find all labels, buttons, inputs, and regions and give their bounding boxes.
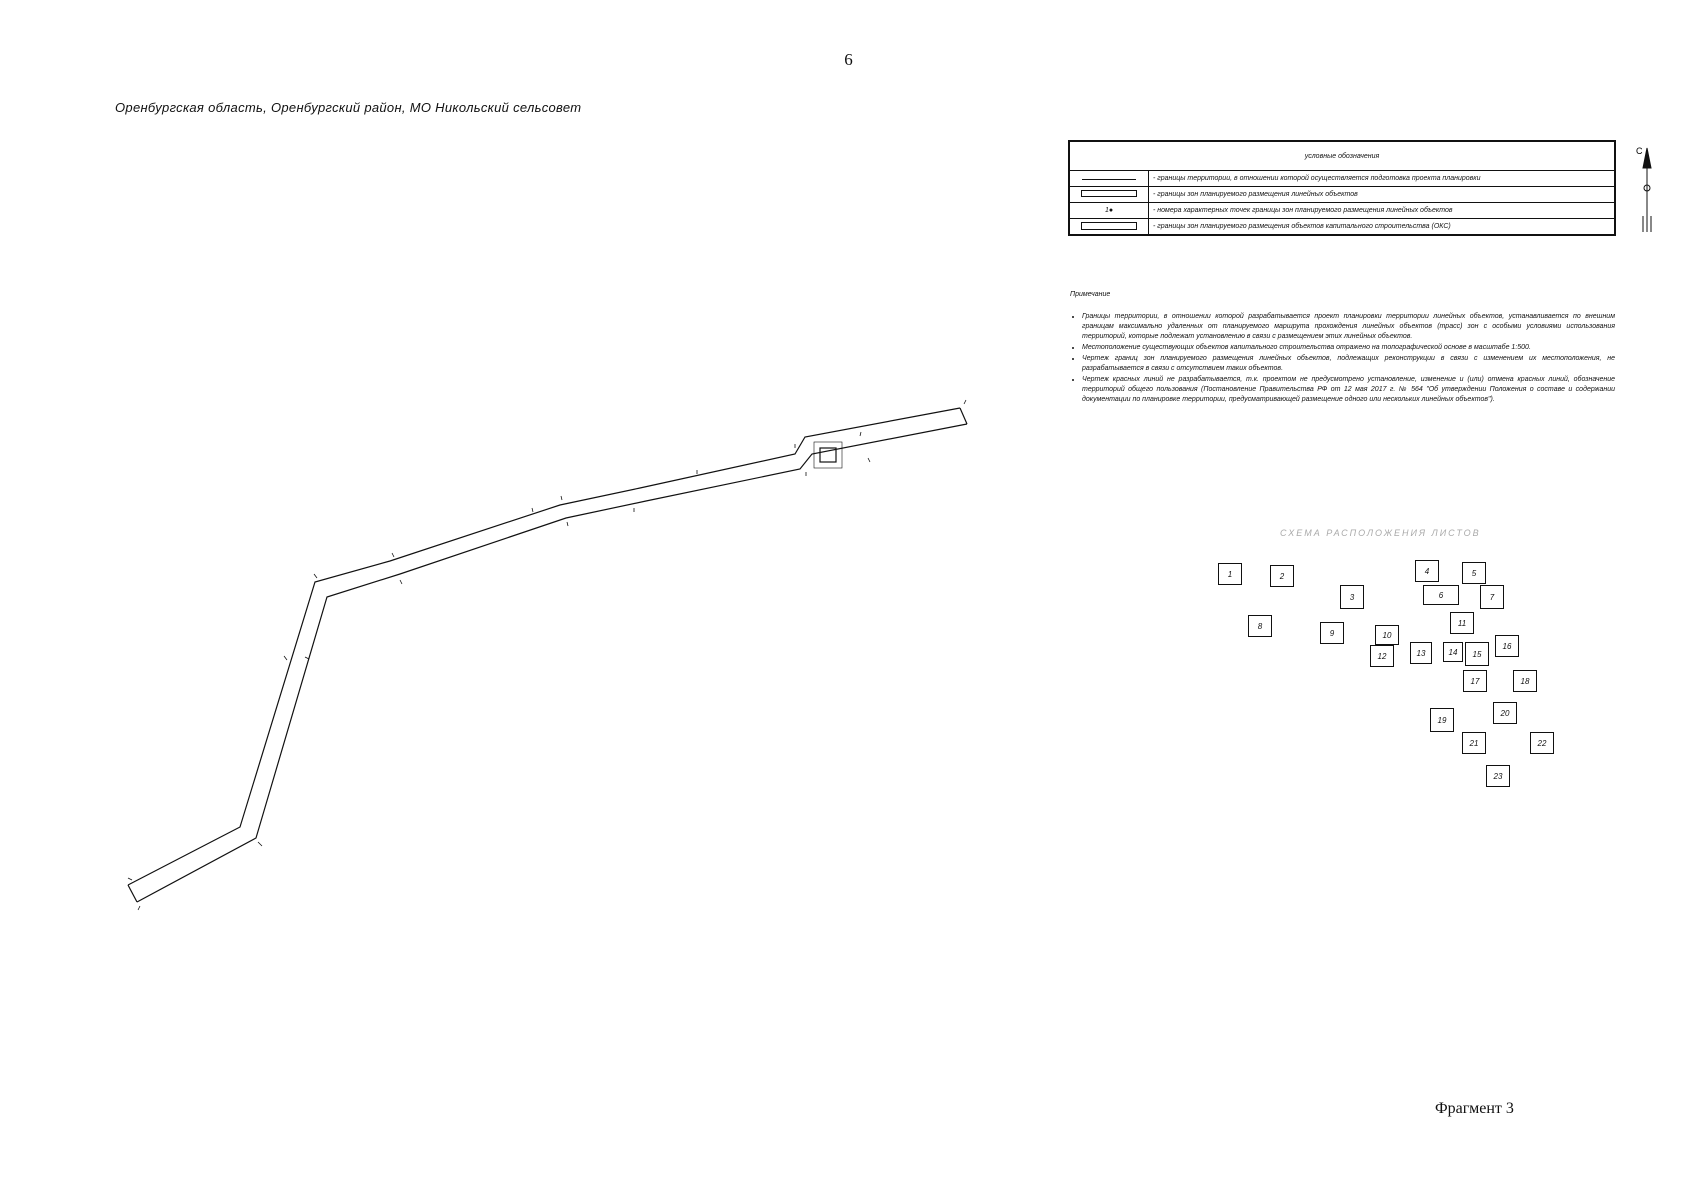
corridor-end-right	[959, 407, 968, 425]
fragment-label: Фрагмент 3	[1435, 1100, 1514, 1117]
sheet-14: 14	[1443, 642, 1463, 662]
note-item: Границы территории, в отношении которой …	[1082, 312, 1615, 342]
sheet-18: 18	[1513, 670, 1537, 692]
note-item: Местоположение существующих объектов кап…	[1082, 343, 1615, 353]
legend-row: - границы территории, в отношении которо…	[1068, 170, 1616, 187]
sheet-1: 1	[1218, 563, 1242, 585]
sheet-20: 20	[1493, 702, 1517, 724]
sheet-16: 16	[1495, 635, 1519, 657]
legend-text: - номера характерных точек границы зон п…	[1148, 202, 1616, 219]
legend-row: - границы зон планируемого размещения об…	[1068, 218, 1616, 236]
sheet-15: 15	[1465, 642, 1489, 666]
legend-text: - границы территории, в отношении которо…	[1148, 170, 1616, 187]
legend-row: - границы зон планируемого размещения ли…	[1068, 186, 1616, 203]
oks-structure	[819, 447, 837, 463]
note-item: Чертеж красных линий не разрабатывается,…	[1082, 375, 1615, 405]
sheet-11: 11	[1450, 612, 1474, 634]
legend-row: 1● - номера характерных точек границы зо…	[1068, 202, 1616, 219]
sheet-13: 13	[1410, 642, 1432, 664]
sheet-17: 17	[1463, 670, 1487, 692]
sheet-21: 21	[1462, 732, 1486, 754]
legend-text: - границы зон планируемого размещения об…	[1148, 218, 1616, 236]
characteristic-points	[127, 399, 967, 911]
oks-structure-outline	[813, 441, 843, 469]
sheet-12: 12	[1370, 645, 1394, 667]
corridor-boundary-upper	[127, 407, 961, 886]
sheet-7: 7	[1480, 585, 1504, 609]
legend-table: условные обозначения - границы территори…	[1068, 140, 1616, 236]
sheet-23: 23	[1486, 765, 1510, 787]
scheme-title: СХЕМА РАСПОЛОЖЕНИЯ ЛИСТОВ	[1280, 528, 1481, 538]
sheet-5: 5	[1462, 562, 1486, 584]
note-item: Чертеж границ зон планируемого размещени…	[1082, 354, 1615, 374]
legend-symbol-point: 1●	[1068, 202, 1149, 219]
legend-title: условные обозначения	[1068, 140, 1616, 171]
sheet-2: 2	[1270, 565, 1294, 587]
sheet-8: 8	[1248, 615, 1272, 637]
region-caption: Оренбургская область, Оренбургский район…	[115, 100, 582, 115]
sheet-9: 9	[1320, 622, 1344, 644]
north-label: С	[1636, 146, 1643, 156]
legend-text: - границы зон планируемого размещения ли…	[1148, 186, 1616, 203]
corridor-boundary-lower	[136, 423, 968, 903]
sheet-19: 19	[1430, 708, 1454, 732]
sheet-3: 3	[1340, 585, 1364, 609]
legend-symbol-box-thick	[1068, 218, 1149, 236]
legend-symbol-box	[1068, 186, 1149, 203]
sheet-6: 6	[1423, 585, 1459, 605]
north-arrow	[1642, 147, 1652, 232]
legend-symbol-line	[1068, 170, 1149, 187]
notes-title: Примечание	[1070, 291, 1111, 298]
corridor-end-left	[127, 884, 138, 903]
sheet-22: 22	[1530, 732, 1554, 754]
page-number: 6	[844, 50, 853, 69]
sheet-10: 10	[1375, 625, 1399, 645]
notes-block: Примечание Границы территории, в отношен…	[1070, 290, 1615, 406]
sheet-4: 4	[1415, 560, 1439, 582]
